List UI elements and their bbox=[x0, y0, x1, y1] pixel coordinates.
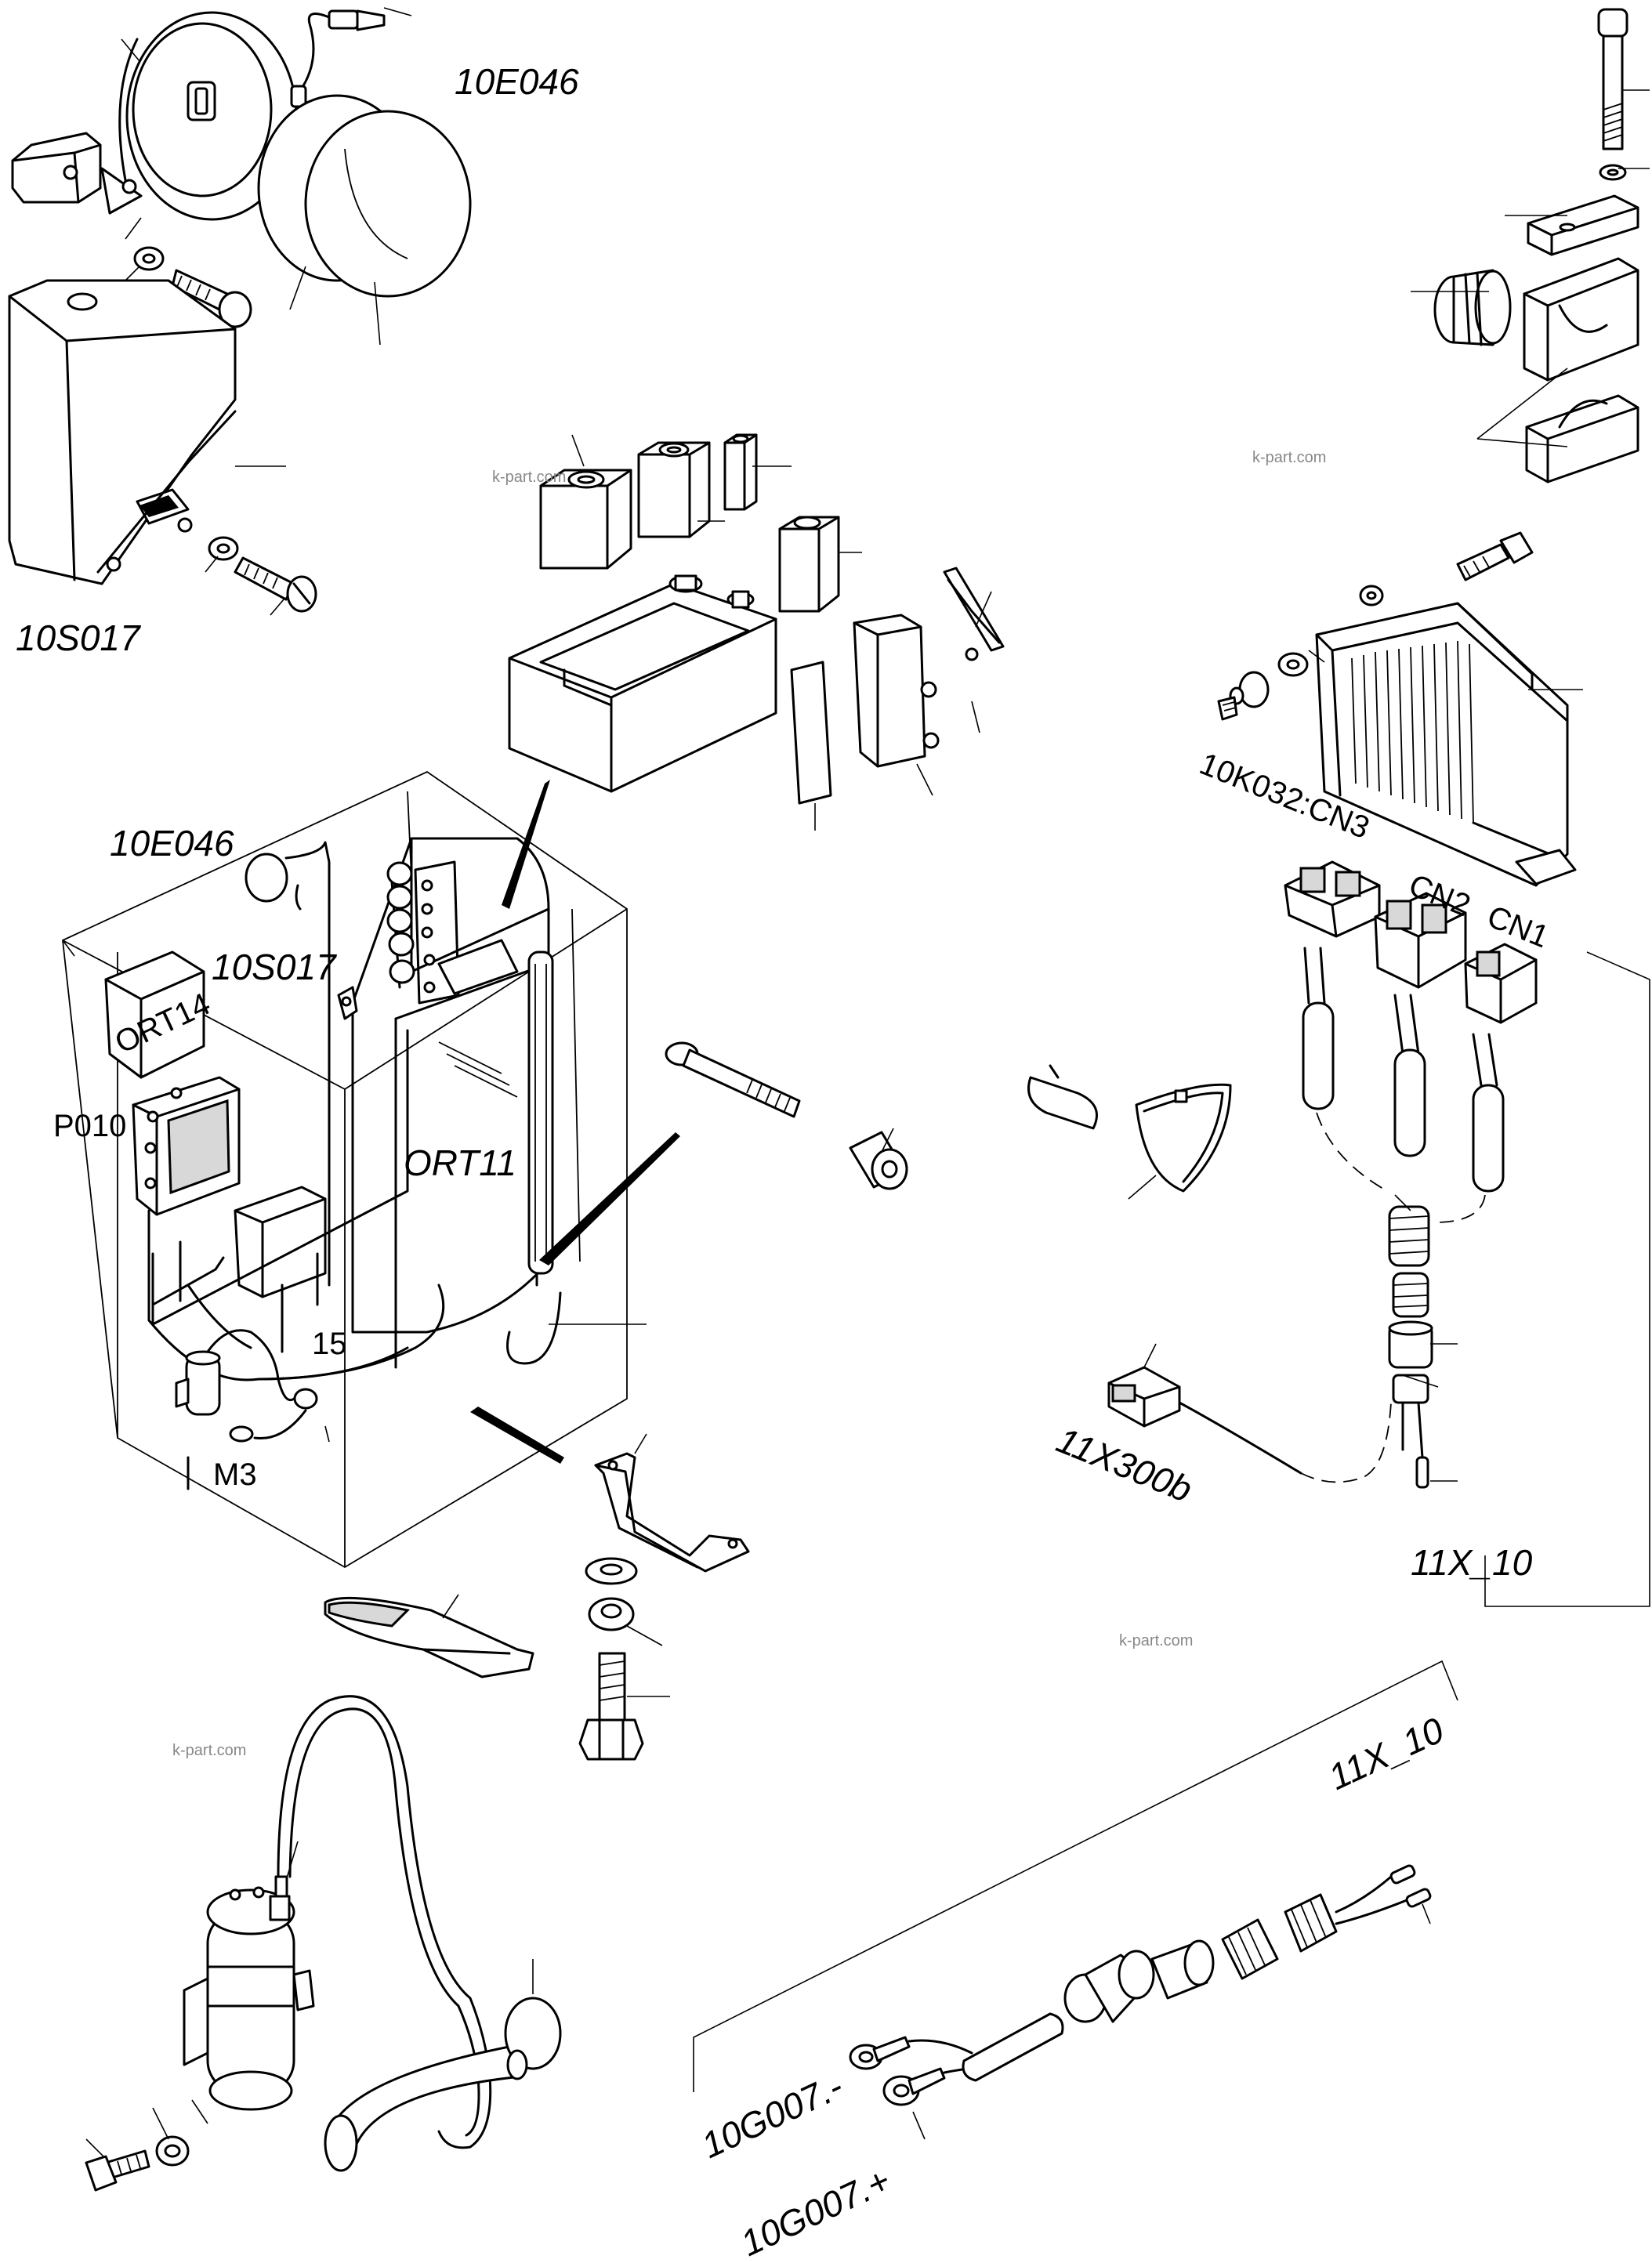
cabinet-switch bbox=[337, 986, 358, 1020]
label-battery-minus: 10G007.- bbox=[695, 2066, 849, 2166]
battery-cable-gland bbox=[1063, 1864, 1432, 2023]
horn-cover bbox=[257, 94, 472, 298]
control-unit-leaders bbox=[1308, 650, 1583, 1482]
connector-cn1 bbox=[1464, 943, 1538, 1024]
terminal-blocks bbox=[539, 433, 840, 613]
control-unit-group-line bbox=[1484, 951, 1650, 1607]
insulation-pad bbox=[324, 1594, 534, 1678]
battery-cable-terminals bbox=[849, 2036, 973, 2106]
label-ort11: ORT11 bbox=[404, 1142, 516, 1183]
connector-cn2 bbox=[1374, 892, 1467, 989]
washer-flat bbox=[585, 1557, 638, 1585]
compressor bbox=[183, 1875, 315, 2111]
control-unit-bolt bbox=[1277, 531, 1534, 677]
label-10e046-top: 10E046 bbox=[455, 61, 579, 102]
motor-m3 bbox=[175, 1329, 318, 1490]
battery-plus-leader bbox=[912, 2111, 926, 2140]
air-horn-trumpet bbox=[324, 1997, 562, 2172]
insulated-tray bbox=[508, 574, 777, 793]
switch-leaders bbox=[205, 465, 286, 616]
label-10s017-assembly: 10S017 bbox=[212, 947, 337, 987]
label-m3: M3 bbox=[213, 1457, 257, 1492]
label-p010: P010 bbox=[53, 1109, 126, 1143]
watermark-3: k-part.com bbox=[1119, 1632, 1193, 1649]
label-11x300b: 11X300b bbox=[1051, 1419, 1197, 1510]
mounting-rails bbox=[790, 567, 1005, 805]
cable-tie bbox=[1128, 1083, 1232, 1200]
center-top-leaders bbox=[571, 434, 992, 831]
label-15: 15 bbox=[312, 1327, 347, 1361]
spacer-sleeve bbox=[849, 1128, 908, 1190]
label-battery-plus: 10G007.+ bbox=[734, 2160, 896, 2263]
clamp-halves bbox=[1523, 257, 1639, 483]
module-p010 bbox=[132, 1076, 241, 1216]
cabinet-leaders bbox=[62, 940, 647, 1443]
switch-housing bbox=[8, 279, 237, 585]
watermark-4: k-part.com bbox=[172, 1742, 246, 1759]
washer-spring bbox=[588, 1597, 663, 1646]
label-10e046-assembly: 10E046 bbox=[110, 823, 234, 864]
compressor-bolt bbox=[85, 2135, 190, 2192]
horn-bracket-block bbox=[11, 132, 102, 204]
cable-gland bbox=[1388, 1205, 1433, 1489]
plug-11x300b-leader bbox=[1143, 1343, 1157, 1368]
label-10s017-left: 10S017 bbox=[16, 617, 141, 658]
watermark-1: k-part.com bbox=[492, 469, 566, 486]
module-ort14 bbox=[104, 950, 205, 1079]
mounting-bracket bbox=[594, 1433, 750, 1573]
connector-cn3 bbox=[1284, 860, 1381, 938]
control-unit-knob bbox=[1217, 671, 1270, 721]
cabinet-pointers bbox=[470, 780, 680, 1464]
horn-bolt bbox=[133, 246, 252, 328]
battery-cable-sleeve bbox=[962, 2012, 1064, 2082]
cable-bundles bbox=[1302, 947, 1505, 1223]
cabinet-inner-box bbox=[351, 837, 554, 1369]
cabinet-horn bbox=[245, 841, 331, 1287]
cabinet-terminals bbox=[386, 860, 519, 1005]
label-11x10-right: 11X_10 bbox=[1411, 1542, 1533, 1583]
switch-screw bbox=[208, 536, 317, 613]
grommet bbox=[1433, 269, 1512, 346]
clamp-leaders bbox=[1411, 89, 1650, 447]
compressor-leaders bbox=[85, 1841, 534, 2157]
clamp-plate bbox=[1527, 194, 1639, 256]
label-11x10-bottom: 11X_10 bbox=[1322, 1709, 1450, 1798]
long-bolt bbox=[665, 1041, 801, 1118]
horn-part bbox=[100, 9, 386, 221]
battery-cable-group-line bbox=[693, 1660, 1458, 2092]
watermark-2: k-part.com bbox=[1252, 449, 1326, 466]
label-cn1: CN1 bbox=[1483, 900, 1554, 955]
conduit-piece bbox=[1027, 1064, 1098, 1130]
control-unit-housing bbox=[1315, 602, 1577, 887]
clamp-bolt bbox=[1597, 8, 1628, 181]
hex-bolt bbox=[578, 1652, 670, 1761]
